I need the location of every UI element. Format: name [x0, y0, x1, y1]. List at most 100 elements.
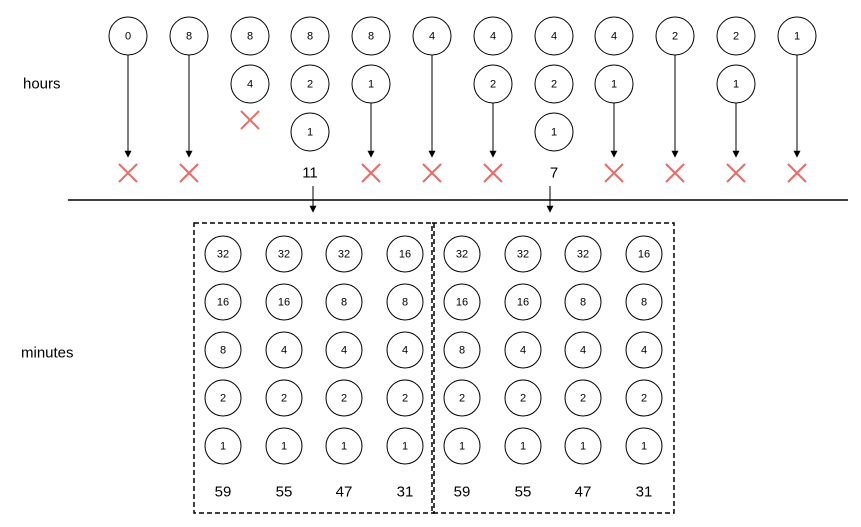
- minute-led-circle: 2: [265, 379, 303, 417]
- hour-led-circle-value: 4: [490, 31, 496, 43]
- hour-led-circle-value: 1: [733, 79, 739, 91]
- minute-led-circle: 16: [386, 235, 424, 273]
- minute-led-circle-value: 8: [641, 297, 647, 309]
- minute-led-circle: 1: [625, 427, 663, 465]
- minute-led-circle: 8: [325, 283, 363, 321]
- minute-led-circle: 16: [443, 283, 481, 321]
- minute-led-circle-value: 32: [517, 249, 529, 261]
- hour-led-circle: 1: [351, 64, 391, 104]
- hours-column: 0: [108, 16, 148, 183]
- minute-led-circle: 8: [625, 283, 663, 321]
- minute-led-circle-value: 8: [220, 345, 226, 357]
- minute-led-circle-value: 8: [402, 297, 408, 309]
- minute-led-circle: 8: [204, 331, 242, 369]
- hour-led-circle-value: 1: [551, 127, 557, 139]
- hour-led-circle-value: 1: [794, 31, 800, 43]
- minute-led-circle: 16: [504, 283, 542, 321]
- minute-led-circle-value: 2: [641, 393, 647, 405]
- minute-sum-label: 31: [397, 484, 414, 501]
- hour-led-circle: 8: [169, 16, 209, 56]
- minute-led-circle-value: 2: [520, 393, 526, 405]
- hour-led-circle: 2: [290, 64, 330, 104]
- hours-column: 2: [655, 16, 695, 183]
- hour-led-circle-value: 2: [672, 31, 678, 43]
- minute-led-circle: 2: [325, 379, 363, 417]
- minute-led-circle-value: 4: [281, 345, 287, 357]
- minute-led-circle-value: 4: [520, 345, 526, 357]
- minute-led-circle-value: 2: [580, 393, 586, 405]
- minute-led-circle-value: 4: [641, 345, 647, 357]
- hour-led-circle-value: 2: [733, 31, 739, 43]
- minute-led-circle-value: 32: [577, 249, 589, 261]
- hour-invalid-cross: [179, 163, 199, 183]
- minute-led-circle-value: 16: [217, 297, 229, 309]
- minute-led-circle-value: 4: [402, 345, 408, 357]
- hours-column: 42: [473, 16, 513, 183]
- minute-led-circle: 4: [386, 331, 424, 369]
- minute-led-circle-value: 32: [278, 249, 290, 261]
- minute-sum-label: 31: [636, 484, 653, 501]
- hour-led-circle: 2: [716, 16, 756, 56]
- minute-led-circle-value: 2: [341, 393, 347, 405]
- hours-column: 4 2 1 7: [534, 16, 574, 182]
- minute-sum-label: 47: [336, 484, 353, 501]
- hours-column: 4: [412, 16, 452, 183]
- hour-led-circle-value: 2: [551, 79, 557, 91]
- hour-led-circle: 2: [534, 64, 574, 104]
- minute-led-circle-value: 1: [641, 441, 647, 453]
- hour-led-circle-value: 1: [611, 79, 617, 91]
- hour-invalid-cross: [483, 163, 503, 183]
- minute-led-circle-value: 8: [341, 297, 347, 309]
- minute-led-circle: 4: [265, 331, 303, 369]
- hour-led-circle: 8: [290, 16, 330, 56]
- hour-led-circle-value: 1: [368, 79, 374, 91]
- minute-led-circle-value: 2: [281, 393, 287, 405]
- hour-led-circle-value: 0: [125, 31, 131, 43]
- minute-led-circle-value: 4: [341, 345, 347, 357]
- hour-led-circle-value: 8: [307, 31, 313, 43]
- hour-invalid-cross: [118, 163, 138, 183]
- minute-led-circle: 2: [204, 379, 242, 417]
- hour-led-circle: 4: [412, 16, 452, 56]
- minute-led-circle: 1: [204, 427, 242, 465]
- minute-led-circle: 32: [265, 235, 303, 273]
- hour-invalid-cross: [240, 110, 260, 130]
- hours-column: 81: [351, 16, 391, 183]
- minute-led-circle: 2: [504, 379, 542, 417]
- minute-led-circle-value: 16: [399, 249, 411, 261]
- hour-led-circle-value: 2: [490, 79, 496, 91]
- minute-led-circle-value: 16: [517, 297, 529, 309]
- hour-led-circle: 4: [534, 16, 574, 56]
- minute-led-circle: 1: [325, 427, 363, 465]
- minute-led-circle-value: 32: [217, 249, 229, 261]
- hour-led-circle-value: 4: [247, 79, 253, 91]
- minute-led-circle-value: 1: [281, 441, 287, 453]
- minute-led-circle: 2: [564, 379, 602, 417]
- hour-sum-label: 7: [550, 165, 558, 182]
- minute-led-circle-value: 1: [580, 441, 586, 453]
- hour-invalid-cross: [604, 163, 624, 183]
- hours-column: 41: [594, 16, 634, 183]
- minute-led-circle: 8: [443, 331, 481, 369]
- hour-led-circle-value: 8: [368, 31, 374, 43]
- hour-led-circle-value: 8: [247, 31, 253, 43]
- minute-led-circle: 1: [265, 427, 303, 465]
- minute-led-circle: 8: [564, 283, 602, 321]
- hour-invalid-cross: [361, 163, 381, 183]
- minute-led-circle-value: 1: [220, 441, 226, 453]
- minute-led-circle-value: 8: [580, 297, 586, 309]
- hour-invalid-cross: [422, 163, 442, 183]
- minute-sum-label: 59: [215, 484, 232, 501]
- minute-led-circle: 8: [386, 283, 424, 321]
- hour-led-circle: 1: [716, 64, 756, 104]
- minute-led-circle: 16: [265, 283, 303, 321]
- minute-led-circle-value: 1: [402, 441, 408, 453]
- minute-led-circle: 2: [625, 379, 663, 417]
